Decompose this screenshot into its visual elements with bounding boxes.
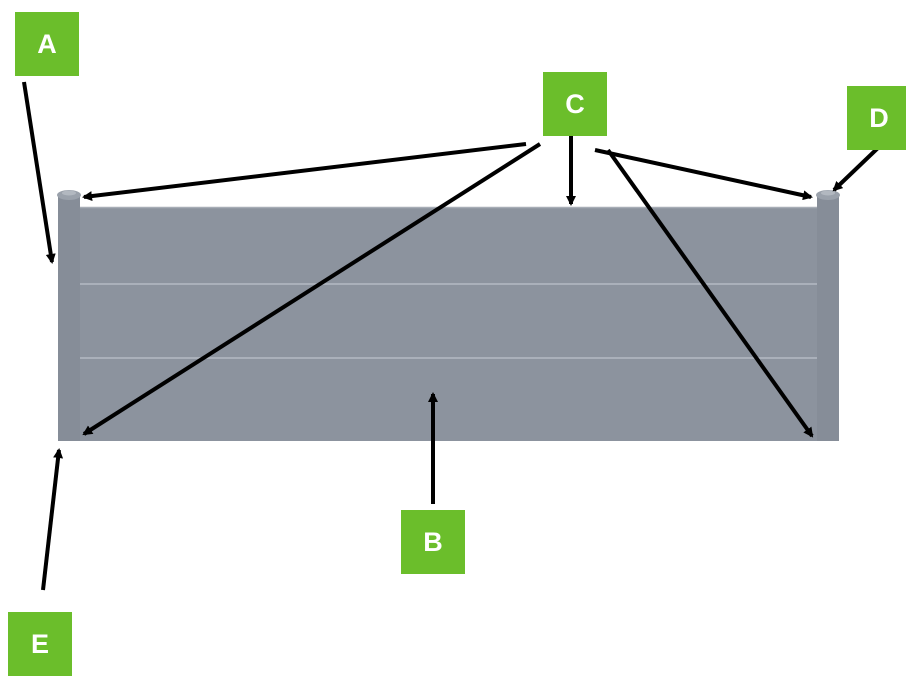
arrow-c-to-left-top-corner	[82, 142, 527, 202]
right-post-body	[817, 195, 839, 441]
label-b-text: B	[423, 526, 443, 557]
arrow-c-to-right-top-corner	[594, 148, 813, 201]
arrow-a-to-left-post	[22, 81, 56, 264]
label-b: B	[401, 510, 465, 574]
label-d: D	[847, 86, 906, 150]
label-e: E	[8, 612, 72, 676]
pointer-arrows	[22, 81, 882, 591]
fence-board-bottom	[80, 358, 817, 441]
left-post	[57, 190, 81, 441]
arrow-c-to-left-bottom-corner	[82, 142, 542, 436]
label-d-text: D	[869, 102, 889, 133]
arrow-c-to-right-bottom-corner	[606, 148, 814, 438]
right-post	[816, 190, 840, 441]
label-c-text: C	[565, 88, 585, 119]
left-post-body	[58, 195, 80, 441]
fence-panel	[80, 206, 817, 441]
arrow-d-to-right-post-cap	[832, 144, 882, 192]
fence-board-top	[80, 207, 817, 284]
arrow-e-to-left-post-base	[41, 448, 64, 591]
label-a: A	[15, 12, 79, 76]
label-c: C	[543, 72, 607, 136]
label-a-text: A	[37, 28, 57, 59]
label-e-text: E	[30, 628, 49, 659]
fence-board-middle	[80, 284, 817, 358]
